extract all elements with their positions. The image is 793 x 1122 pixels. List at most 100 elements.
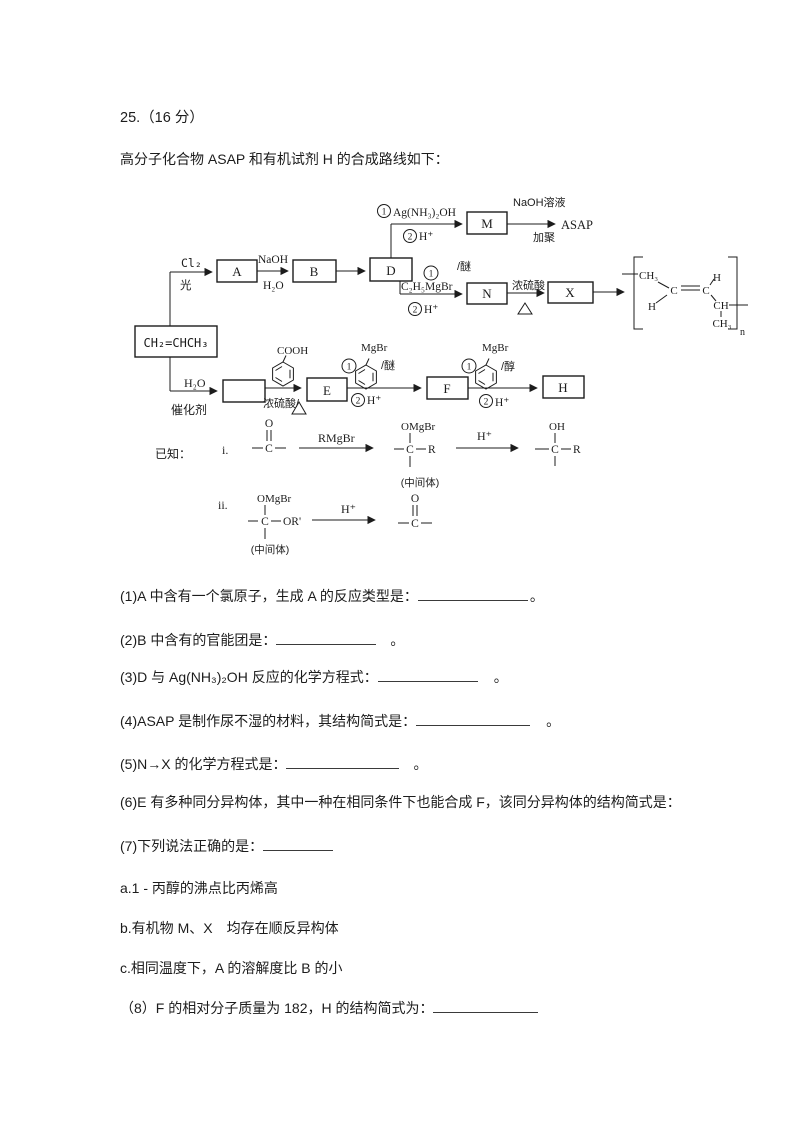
- arrow-n-to-x: 浓硫酸: [507, 278, 545, 315]
- label-h-plus: H⁺: [477, 429, 492, 443]
- polymer-subscript-n: n: [740, 327, 745, 338]
- box-e-label: E: [323, 383, 331, 398]
- label-cl2: Cl₂: [181, 256, 202, 270]
- question-8-answer-blank[interactable]: [433, 999, 539, 1013]
- label-conc-h2so4-slash: 浓硫酸/: [263, 396, 300, 410]
- step-circle-2: [408, 302, 422, 316]
- arrow-m-to-asap: NaOH溶液 加聚 ASAP: [507, 195, 593, 244]
- step-num-2: 2: [413, 306, 418, 316]
- delta-heat-icon: [517, 302, 533, 315]
- given-ii-label: ii.: [218, 498, 228, 512]
- polymer-h-right: H: [713, 272, 721, 284]
- label-conc-h2so4: 浓硫酸: [512, 278, 545, 292]
- label-mgbr: MgBr: [361, 342, 388, 354]
- label-c2h5mgbr: C₂H₅MgBr: [401, 281, 453, 293]
- box-propanol: [222, 379, 266, 403]
- box-m-label: M: [481, 216, 493, 231]
- period: 。: [529, 588, 544, 604]
- label-h-plus: H⁺: [495, 397, 509, 409]
- label-intermediate: (中间体): [401, 476, 440, 489]
- label-h2o: H₂O: [263, 280, 284, 292]
- label-asap: ASAP: [561, 218, 593, 232]
- question-3: (3)D 与 Ag(NH₃)₂OH 反应的化学方程式：。: [120, 668, 508, 686]
- intro-text: 高分子化合物 ASAP 和有机试剂 H 的合成路线如下：: [120, 151, 449, 167]
- box-h-label: H: [558, 380, 567, 395]
- box-f-label: F: [443, 381, 450, 396]
- start-compound-box: CH₂=CHCH₃: [134, 325, 218, 358]
- box-n: N: [466, 282, 508, 305]
- box-m: M: [466, 211, 508, 235]
- step-num-1: 1: [429, 270, 434, 280]
- step-circle-2: [351, 393, 365, 407]
- question-1-answer-blank[interactable]: [417, 587, 528, 601]
- question-7-text: (7)下列说法正确的是：: [120, 838, 264, 854]
- question-2-answer-blank[interactable]: [276, 631, 377, 645]
- question-8-text: （8）F 的相对分子质量为 182，H 的结构简式为：: [120, 1000, 434, 1016]
- atom-c: C: [265, 443, 273, 455]
- step-num-1: 1: [347, 363, 352, 373]
- box-b-label: B: [310, 264, 319, 279]
- label-intermediate: (中间体): [251, 543, 290, 556]
- step-circle-2: [403, 229, 417, 243]
- question-5: (5)N→X 的化学方程式是：。: [120, 755, 427, 773]
- box-f: F: [426, 376, 469, 400]
- arrow-h-plus-ii: H⁺: [312, 502, 376, 525]
- label-addition-poly: 加聚: [533, 231, 555, 244]
- arrow-rmgbr: RMgBr: [299, 431, 374, 453]
- box-d: D: [369, 257, 413, 282]
- atom-c: C: [261, 516, 269, 528]
- statement-b: b.有机物 M、X 均存在顺反异构体: [120, 920, 339, 937]
- label-h-plus: H⁺: [367, 395, 381, 407]
- question-7: (7)下列说法正确的是：: [120, 837, 334, 855]
- box-n-label: N: [482, 286, 492, 301]
- label-ether: /醚: [457, 259, 471, 273]
- benzene-ring-icon: [475, 358, 497, 390]
- polymer-h-left: H: [648, 301, 656, 313]
- atom-r: R: [428, 444, 436, 456]
- label-ether: /醚: [381, 358, 395, 372]
- step-circle-1: [341, 358, 357, 374]
- period: 。: [546, 713, 561, 729]
- question-1-text: (1)A 中含有一个氯原子，生成 A 的反应类型是：: [120, 588, 418, 604]
- label-mgbr: MgBr: [482, 342, 509, 354]
- question-number: 25.（16 分）: [120, 110, 204, 126]
- label-catalyst: 催化剂: [171, 402, 207, 417]
- box-d-label: D: [386, 263, 395, 278]
- step-num-2: 2: [484, 398, 489, 408]
- step-num-1: 1: [382, 208, 387, 218]
- box-e: E: [306, 377, 348, 402]
- question-5-answer-blank[interactable]: [286, 755, 400, 769]
- question-3-answer-blank[interactable]: [377, 668, 478, 682]
- statement-b-text: b.有机物 M、X 均存在顺反异构体: [120, 920, 339, 936]
- benzene-ring-icon: [355, 358, 377, 390]
- question-4-answer-blank[interactable]: [416, 712, 531, 726]
- question-7-answer-blank[interactable]: [263, 837, 334, 851]
- polymer-ch3-bottom: CH₃: [712, 318, 731, 330]
- step-circle-2: [479, 394, 493, 408]
- period: 。: [413, 756, 428, 772]
- arrow-d-to-n: 1 C₂H₅MgBr /醚 2 H⁺: [399, 259, 471, 316]
- polymer-ch3-top: CH₃: [639, 270, 658, 282]
- atom-c: C: [406, 444, 414, 456]
- label-h-plus: H⁺: [419, 231, 433, 243]
- statement-c: c.相同温度下，A 的溶解度比 B 的小: [120, 960, 342, 977]
- box-a-label: A: [232, 264, 242, 279]
- arrow-propanol-to-e: COOH 浓硫酸/: [263, 345, 308, 415]
- question-1: (1)A 中含有一个氯原子，生成 A 的反应类型是： 。: [120, 587, 544, 605]
- arrow-start-to-a: Cl₂ 光: [169, 256, 213, 326]
- given-section: 已知： i. O C RMgBr OMgBr C R (中间体): [155, 418, 581, 556]
- label-light: 光: [180, 278, 192, 292]
- atom-o: O: [411, 493, 419, 505]
- label-oh: OH: [549, 421, 565, 433]
- benzene-ring-icon: [272, 355, 294, 387]
- box-x-label: X: [565, 285, 575, 300]
- question-2-text: (2)B 中含有的官能团是：: [120, 632, 277, 648]
- label-rmgbr: RMgBr: [318, 431, 355, 445]
- label-h-plus: H⁺: [424, 304, 438, 316]
- polymer-structure: CH₃ C H C H CH CH₃ n: [622, 256, 748, 338]
- step-num-2: 2: [356, 397, 361, 407]
- atom-o: O: [265, 418, 273, 430]
- label-h-plus: H⁺: [341, 502, 356, 516]
- label-ag-reagent: Ag(NH₃)₂OH: [393, 207, 456, 219]
